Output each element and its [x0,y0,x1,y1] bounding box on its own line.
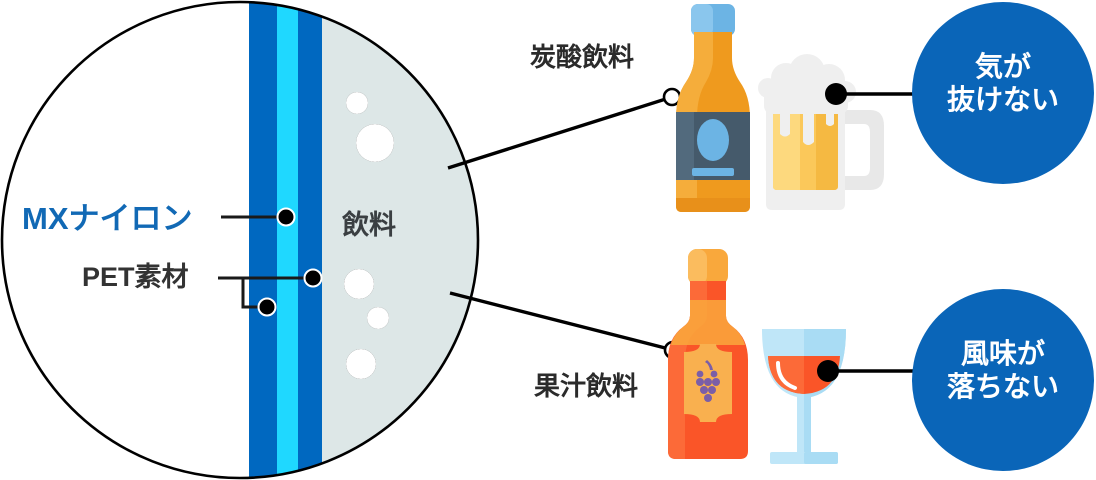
cross-section-circle [0,0,480,480]
mx-nylon-layer [277,2,298,478]
pet-layer-outer [249,2,277,478]
label-carbonated-drink: 炭酸飲料 [530,42,635,72]
label-mx-nylon: MXナイロン [22,201,193,236]
benefit-bubble-carbonated [912,2,1094,184]
soda-bottle-icon [676,4,750,212]
juice-bottle-icon [668,249,748,459]
mx-nylon-leader [221,207,296,227]
wine-glass-icon [762,329,914,464]
pet-material-leader [218,268,323,317]
benefit-text-carbonated-line1: 気が [974,51,1031,82]
beverage-region [322,2,478,478]
benefit-text-carbonated: 気が 抜けない [913,50,1093,116]
benefit-text-juice-line2: 落ちない [946,371,1059,403]
label-juice-drink: 果汁飲料 [534,371,639,401]
benefit-text-carbonated-line2: 抜けない [946,84,1059,116]
beer-mug-icon [758,54,914,210]
beverage-bubbles [344,92,394,379]
benefit-bubble-juice [912,289,1094,471]
connector-juice [449,291,683,360]
pet-layer-inner [298,2,322,478]
label-pet-material: PET素材 [82,262,189,292]
benefit-text-juice-line1: 風味が [960,338,1045,369]
label-beverage: 飲料 [342,210,396,240]
connector-carbonated [447,87,682,170]
benefit-text-juice: 風味が 落ちない [913,337,1093,403]
